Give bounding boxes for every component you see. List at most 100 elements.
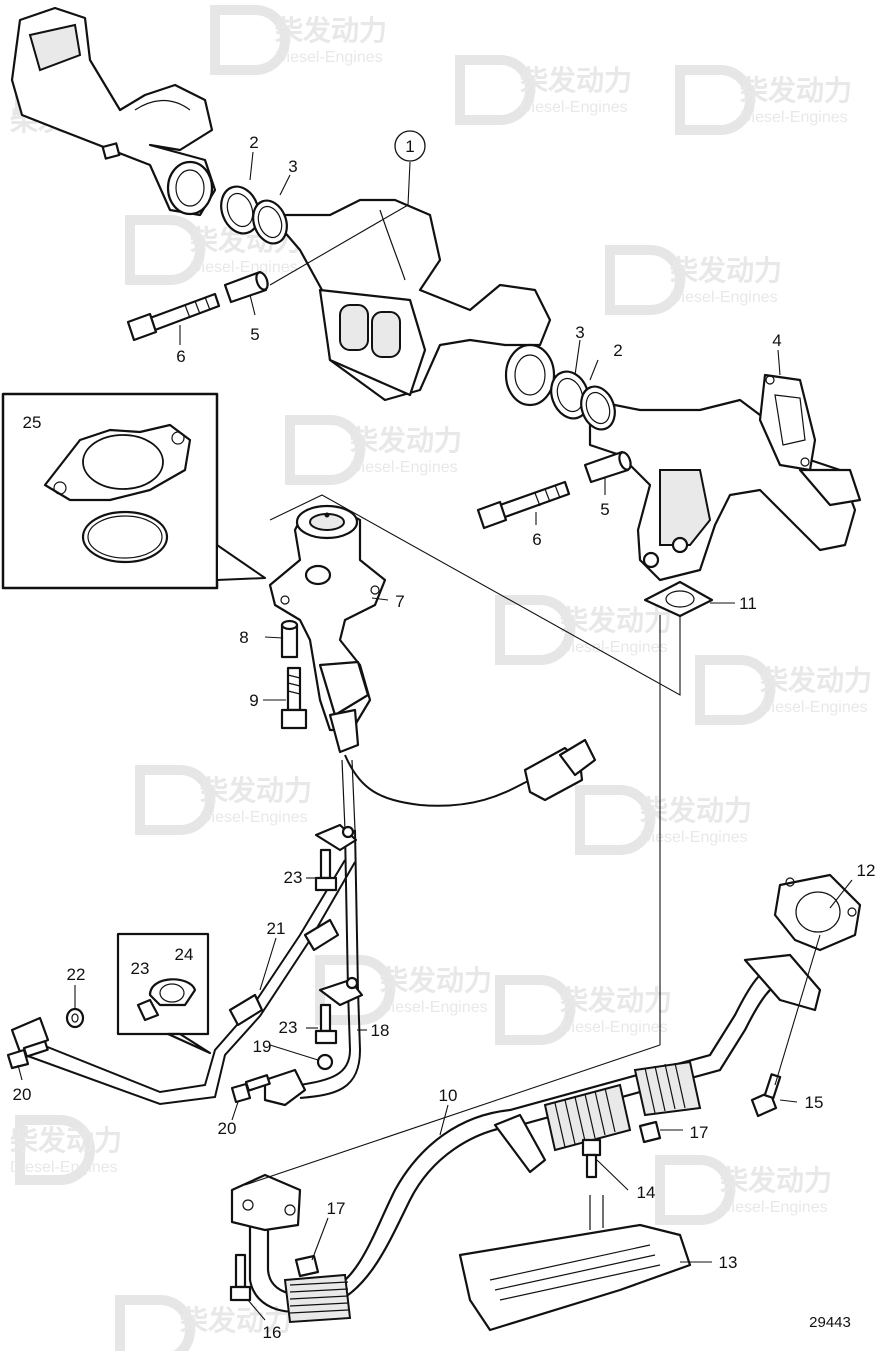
callout-5-rear: 5 <box>600 500 609 519</box>
callout-19: 19 <box>253 1037 272 1056</box>
callout-20-left: 20 <box>13 1085 32 1104</box>
watermark-text-en: Diesel-Engines <box>740 109 848 126</box>
callout-13: 13 <box>719 1253 738 1272</box>
watermark-4: 柴发动力 Diesel-Engines <box>675 65 852 135</box>
callout-12: 12 <box>857 861 876 880</box>
watermark-text-cn: 柴发动力 <box>670 254 782 287</box>
seal-rings-rear <box>550 370 616 431</box>
watermark-text-cn: 柴发动力 <box>180 1304 292 1337</box>
detail-box-gasket-kit <box>1 392 266 590</box>
watermark-text-cn: 柴发动力 <box>720 1164 832 1197</box>
watermark-12: 柴发动力 Diesel-Engines <box>315 955 492 1025</box>
leader-lines <box>17 151 853 1321</box>
gasket-manifold <box>758 373 817 472</box>
sensor-cable <box>344 738 597 807</box>
watermark-2: 柴发动力 Diesel-Engines <box>210 4 387 75</box>
callout-6-rear: 6 <box>532 530 541 549</box>
pipe-21 <box>10 859 356 1106</box>
callout-1-bubble <box>394 130 426 162</box>
callout-8: 8 <box>239 628 248 647</box>
watermark-text-en: Diesel-Engines <box>350 459 458 476</box>
watermark-text-en: Diesel-Engines <box>760 699 868 716</box>
watermark-10: 柴发动力 Diesel-Engines <box>135 765 312 835</box>
watermark-layer: 柴发动力 柴发动力 Diesel-Engines 柴发动力 Diesel-Eng… <box>10 4 872 1351</box>
bolt-17-high <box>638 1120 662 1144</box>
callout-11: 11 <box>739 594 757 613</box>
egr-valve <box>268 504 387 754</box>
callout-22: 22 <box>67 965 86 984</box>
watermark-text-en: Diesel-Engines <box>640 829 748 846</box>
callout-23-top: 23 <box>284 868 303 887</box>
callout-4: 4 <box>772 331 781 350</box>
spacer-sleeve-rear <box>583 450 632 484</box>
bolt-egr <box>280 666 308 730</box>
pipe-assembly-cooler <box>263 759 364 1107</box>
watermark-text-cn: 柴发动力 <box>350 424 462 457</box>
callout-9: 9 <box>249 691 258 710</box>
seal-rings-front <box>220 185 288 245</box>
bolt-17-low <box>294 1254 320 1278</box>
callout-3-rear: 3 <box>575 323 584 342</box>
callout-2-front: 2 <box>249 133 258 152</box>
watermark-text-cn: 柴发动力 <box>200 774 312 807</box>
watermark-16: 柴发动力 <box>115 1295 292 1351</box>
detail-box-clamp <box>116 932 212 1055</box>
watermark-13: 柴发动力 Diesel-Engines <box>495 975 672 1045</box>
callout-14: 14 <box>637 1183 656 1202</box>
callout-5-front: 5 <box>250 325 259 344</box>
watermark-text-en: Diesel-Engines <box>560 639 668 656</box>
watermark-text-cn: 柴发动力 <box>275 14 387 47</box>
gasket-egr-valve <box>643 580 714 618</box>
watermark-text-cn: 柴发动力 <box>10 1124 122 1157</box>
callout-1: 1 <box>405 137 414 156</box>
nut-22 <box>65 1007 85 1029</box>
callout-23-box: 23 <box>131 959 150 978</box>
watermark-text-en: Diesel-Engines <box>520 99 628 116</box>
watermark-text-cn: 柴发动力 <box>740 74 852 107</box>
bolt-rear <box>476 480 571 530</box>
watermark-text-cn: 柴发动力 <box>640 794 752 827</box>
callout-17-low: 17 <box>327 1199 346 1218</box>
watermark-text-en: Diesel-Engines <box>670 289 778 306</box>
bolt-20-left <box>6 1040 49 1070</box>
watermark-3: 柴发动力 Diesel-Engines <box>455 55 632 125</box>
callout-23-mid: 23 <box>279 1018 298 1037</box>
gasket-12 <box>773 873 862 952</box>
watermark-text-cn: 柴发动力 <box>560 604 672 637</box>
callout-17-high: 17 <box>690 1123 709 1142</box>
watermark-text-en: Diesel-Engines <box>10 1159 118 1176</box>
callout-7: 7 <box>395 592 404 611</box>
watermark-text-en: Diesel-Engines <box>200 809 308 826</box>
watermark-text-cn: 柴发动力 <box>520 64 632 97</box>
watermark-text-en: Diesel-Engines <box>275 49 383 66</box>
callout-25: 25 <box>23 413 42 432</box>
spacer-sleeve-front <box>223 270 269 304</box>
watermark-text-cn: 柴发动力 <box>560 984 672 1017</box>
spacer-sleeve-egr <box>280 619 299 659</box>
exhaust-manifold-front <box>10 6 217 217</box>
bolt-14 <box>581 1138 602 1179</box>
watermark-text-cn: 柴发动力 <box>760 664 872 697</box>
bolt-20-center <box>230 1074 271 1104</box>
callout-18: 18 <box>371 1021 390 1040</box>
callout-2-rear: 2 <box>613 341 622 360</box>
watermark-text-cn: 柴发动力 <box>380 964 492 997</box>
callout-10: 10 <box>439 1086 458 1105</box>
callout-16: 16 <box>263 1323 282 1342</box>
watermark-8: 柴发动力 Diesel-Engines <box>495 595 672 665</box>
heat-shield <box>458 1195 692 1332</box>
callout-3-front: 3 <box>288 157 297 176</box>
bolt-23-mid <box>314 1003 338 1045</box>
watermark-7: 柴发动力 Diesel-Engines <box>285 415 462 485</box>
exhaust-manifold-rear <box>588 398 862 582</box>
watermark-6: 柴发动力 Diesel-Engines <box>605 245 782 315</box>
watermark-text-en: Diesel-Engines <box>720 1199 828 1216</box>
bolt-23-top <box>314 848 338 892</box>
callout-20-center: 20 <box>218 1119 237 1138</box>
exhaust-manifold-center <box>268 198 556 407</box>
callout-21: 21 <box>267 919 286 938</box>
watermark-9: 柴发动力 Diesel-Engines <box>695 655 872 725</box>
callout-labels: 1 2 2 3 3 4 5 5 6 6 7 8 9 10 11 12 13 14… <box>13 130 876 1342</box>
